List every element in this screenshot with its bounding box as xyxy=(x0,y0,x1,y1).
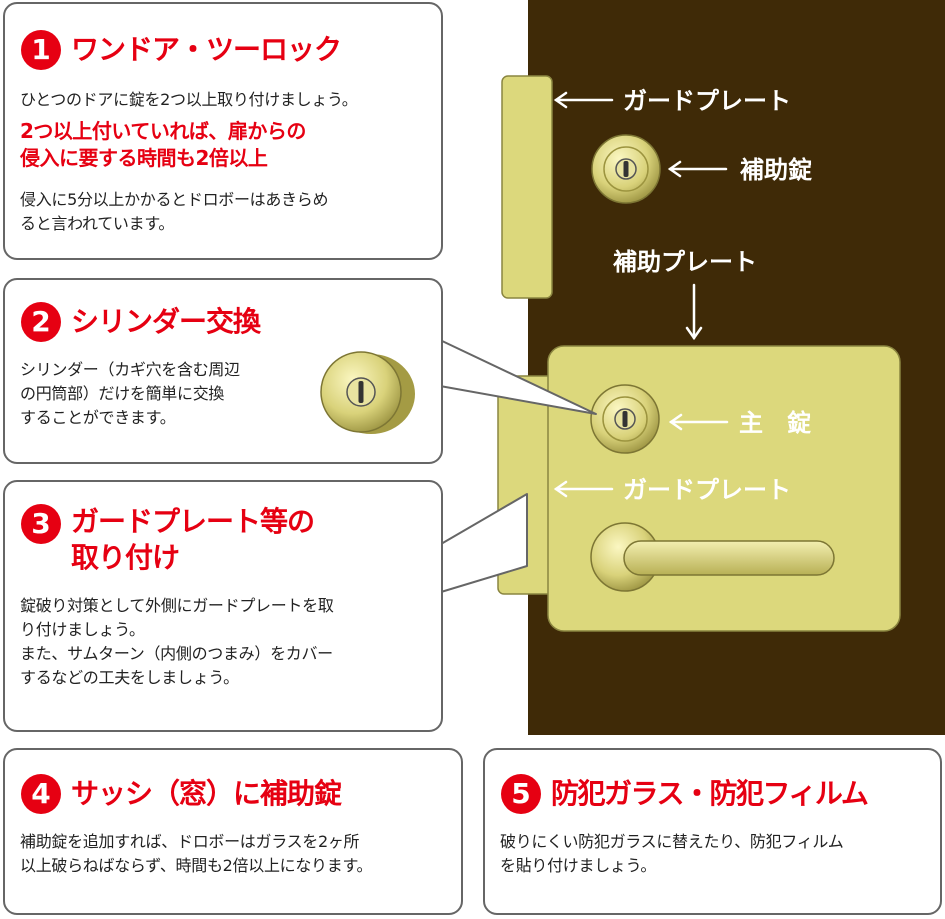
card-title: ガードプレート等の 取り付け xyxy=(71,505,315,574)
card-body: シリンダー（カギ穴を含む周辺 の円筒部）だけを簡単に交換 することができます。 xyxy=(20,360,240,427)
lever-handle xyxy=(590,522,835,592)
card-body: 錠破り対策として外側にガードプレートを取 り付けましょう。 また、サムターン（内… xyxy=(20,596,334,687)
card-body: 破りにくい防犯ガラスに替えたり、防犯フィルム を貼り付けましょう。 xyxy=(500,832,844,875)
number-badge: 2 xyxy=(21,302,61,342)
card-title: サッシ（窓）に補助錠 xyxy=(71,777,342,810)
card-lead: ひとつのドアに錠を2つ以上取り付けましょう。 xyxy=(20,90,358,109)
label-aux-lock: 補助錠 xyxy=(740,156,812,184)
label-guard-plate-bottom: ガードプレート xyxy=(623,476,791,504)
card-body: 補助錠を追加すれば、ドロボーはガラスを2ヶ所 以上破らねばならず、時間も2倍以上… xyxy=(20,832,373,875)
card-title: ワンドア・ツーロック xyxy=(71,33,342,66)
number-badge: 1 xyxy=(21,30,61,70)
tip-card-1: 1 ワンドア・ツーロック ひとつのドアに錠を2つ以上取り付けましょう。 2つ以上… xyxy=(3,2,443,260)
label-main-lock: 主 錠 xyxy=(739,409,811,437)
card-highlight: 2つ以上付いていれば、扉からの 侵入に要する時間も2倍以上 xyxy=(20,119,306,170)
label-aux-plate: 補助プレート xyxy=(613,248,757,276)
number-badge: 5 xyxy=(501,774,541,814)
card-body: 侵入に5分以上かかるとドロボーはあきらめ ると言われています。 xyxy=(20,190,329,233)
aux-lock xyxy=(591,134,661,204)
number-badge: 3 xyxy=(21,504,61,544)
card-title: シリンダー交換 xyxy=(71,305,261,338)
tip-card-2: 2 シリンダー交換 シリンダー（カギ穴を含む周辺 の円筒部）だけを簡単に交換 す… xyxy=(3,278,443,464)
number-badge: 4 xyxy=(21,774,61,814)
label-guard-plate-top: ガードプレート xyxy=(623,87,791,115)
guard-plate-top xyxy=(501,75,553,299)
tip-card-3: 3 ガードプレート等の 取り付け 錠破り対策として外側にガードプレートを取 り付… xyxy=(3,480,443,732)
tip-card-4: 4 サッシ（窓）に補助錠 補助錠を追加すれば、ドロボーはガラスを2ヶ所 以上破ら… xyxy=(3,748,463,915)
tip-card-5: 5 防犯ガラス・防犯フィルム 破りにくい防犯ガラスに替えたり、防犯フィルム を貼… xyxy=(483,748,942,915)
card-title: 防犯ガラス・防犯フィルム xyxy=(551,777,869,810)
cylinder-illustration xyxy=(320,351,415,434)
main-lock xyxy=(590,384,660,454)
label-arrows xyxy=(553,91,729,498)
